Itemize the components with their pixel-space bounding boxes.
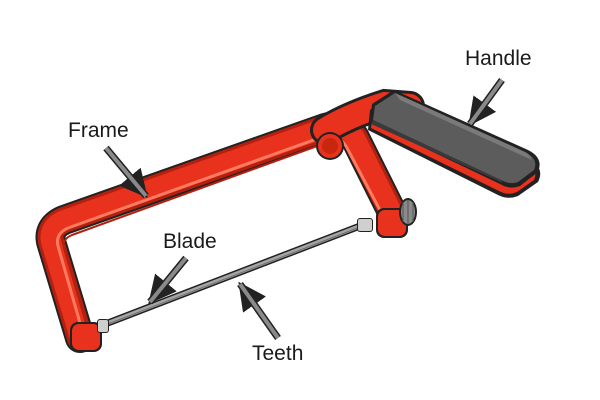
- label-teeth: Teeth: [252, 342, 304, 365]
- label-frame: Frame: [68, 119, 129, 142]
- pointer-arrows: [103, 77, 505, 341]
- label-handle: Handle: [465, 47, 532, 70]
- blade: [96, 222, 364, 330]
- handle: [368, 90, 541, 198]
- frame: [35, 88, 425, 353]
- label-blade: Blade: [163, 230, 217, 253]
